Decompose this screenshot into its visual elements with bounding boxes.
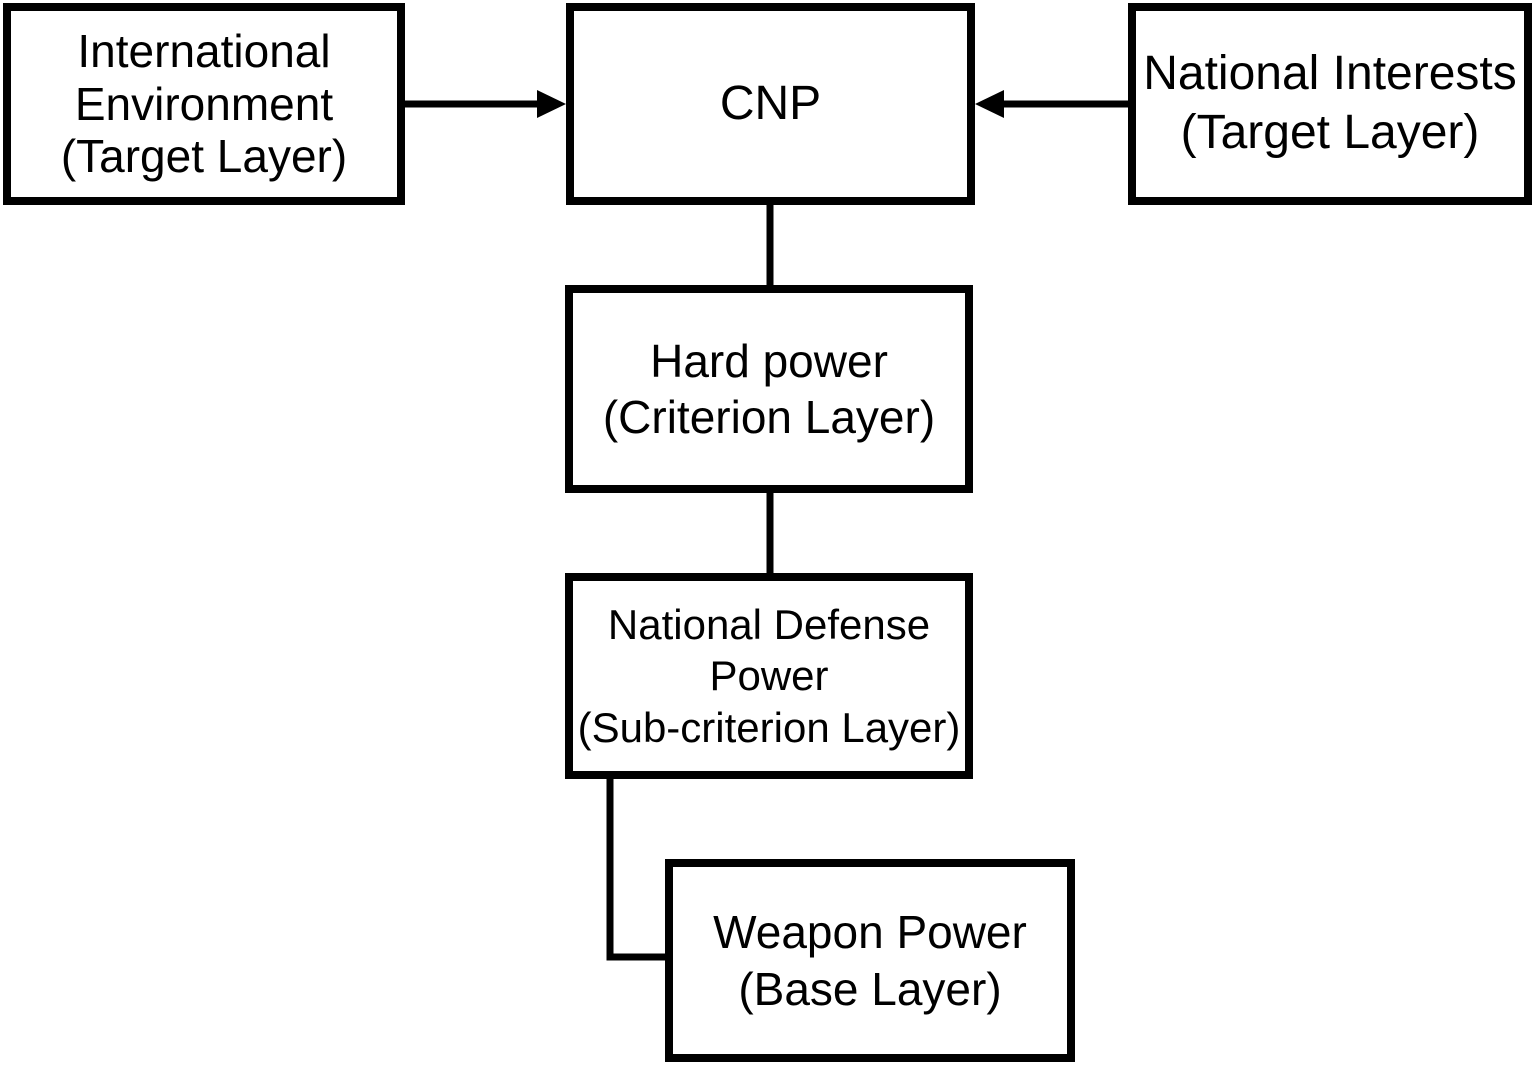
node-national-defense-power: National Defense Power (Sub-criterion La… <box>565 573 973 779</box>
node-international-environment-label: International Environment (Target Layer) <box>60 25 348 183</box>
arrowhead-left-icon <box>975 90 1004 118</box>
node-hard-power: Hard power (Criterion Layer) <box>565 285 973 493</box>
node-cnp: CNP <box>566 3 975 205</box>
node-international-environment: International Environment (Target Layer) <box>3 3 405 205</box>
node-weapon-power: Weapon Power (Base Layer) <box>665 859 1075 1062</box>
node-national-interests: National Interests (Target Layer) <box>1128 3 1532 205</box>
node-national-defense-power-label: National Defense Power (Sub-criterion La… <box>577 601 961 751</box>
edge-national-defense-power-to-weapon-power-elbow <box>606 773 672 961</box>
arrowhead-right-icon <box>537 90 566 118</box>
node-hard-power-label: Hard power (Criterion Layer) <box>602 334 936 443</box>
node-cnp-label: CNP <box>719 76 822 130</box>
node-weapon-power-label: Weapon Power (Base Layer) <box>713 906 1027 1015</box>
node-national-interests-label: National Interests (Target Layer) <box>1143 47 1517 159</box>
